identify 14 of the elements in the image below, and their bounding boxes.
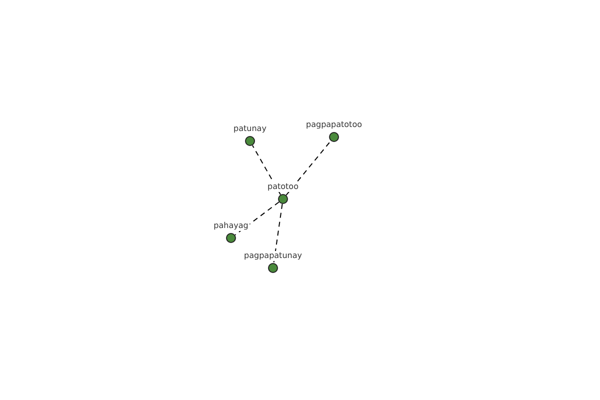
dashed-connector bbox=[252, 144, 282, 196]
node-dot bbox=[245, 136, 255, 146]
dashed-connector bbox=[273, 203, 283, 264]
node-label: patotoo bbox=[266, 182, 300, 192]
node-dot bbox=[329, 132, 339, 142]
dashed-connector bbox=[234, 202, 280, 236]
node-dot bbox=[278, 194, 288, 204]
node-label: pahayag bbox=[212, 221, 250, 231]
node-label: pagpapatotoo bbox=[305, 120, 363, 130]
node-label: patunay bbox=[232, 124, 268, 134]
node-label: pagpapatunay bbox=[243, 251, 303, 261]
node-dot bbox=[268, 263, 278, 273]
node-dot bbox=[226, 233, 236, 243]
dashed-connector bbox=[286, 140, 332, 196]
